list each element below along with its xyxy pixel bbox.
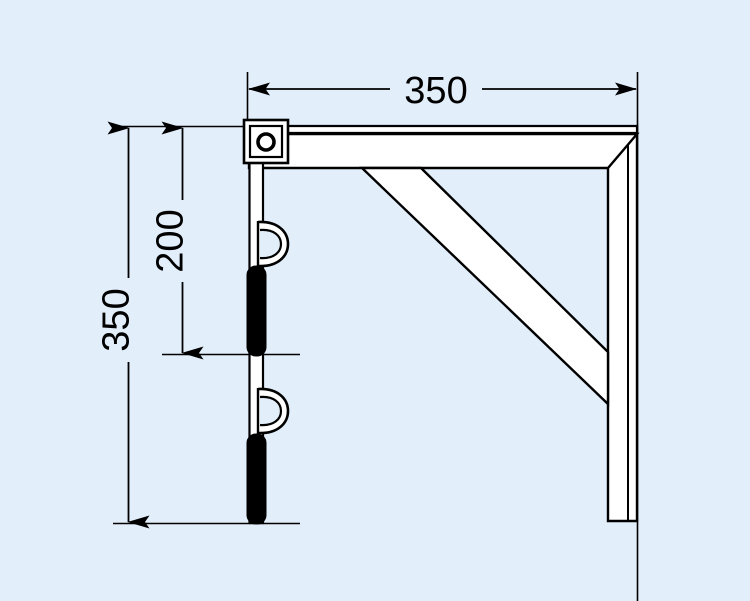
lower-hook-inner-curve [259, 395, 283, 427]
dimension-vertical-200: 200 [150, 121, 204, 360]
lower-grip-sleeve [246, 433, 267, 525]
lower-grip [246, 433, 267, 525]
right-upright-body [606, 124, 639, 523]
dimension-horizontal-350: 350 [248, 70, 637, 112]
horizontal-arm-top-flange [247, 124, 639, 135]
mounting-bracket-bolt-hole [256, 132, 276, 152]
right-upright [606, 124, 639, 523]
upper-grip [246, 265, 267, 357]
dimension-label-vertical-200: 200 [150, 209, 192, 272]
dimension-vertical-350: 350 [96, 121, 150, 529]
horizontal-arm-body [247, 132, 640, 170]
upper-hook [256, 220, 290, 268]
diagonal-brace-body [359, 166, 610, 407]
lower-hook [256, 387, 290, 435]
upper-grip-sleeve [246, 265, 267, 357]
diagonal-brace [359, 166, 610, 407]
upper-hook-inner-curve [259, 228, 283, 260]
dimension-label-vertical-350: 350 [96, 288, 138, 351]
mounting-bracket [242, 118, 290, 165]
horizontal-arm [247, 124, 640, 170]
dimension-label-horizontal-350: 350 [404, 70, 467, 112]
